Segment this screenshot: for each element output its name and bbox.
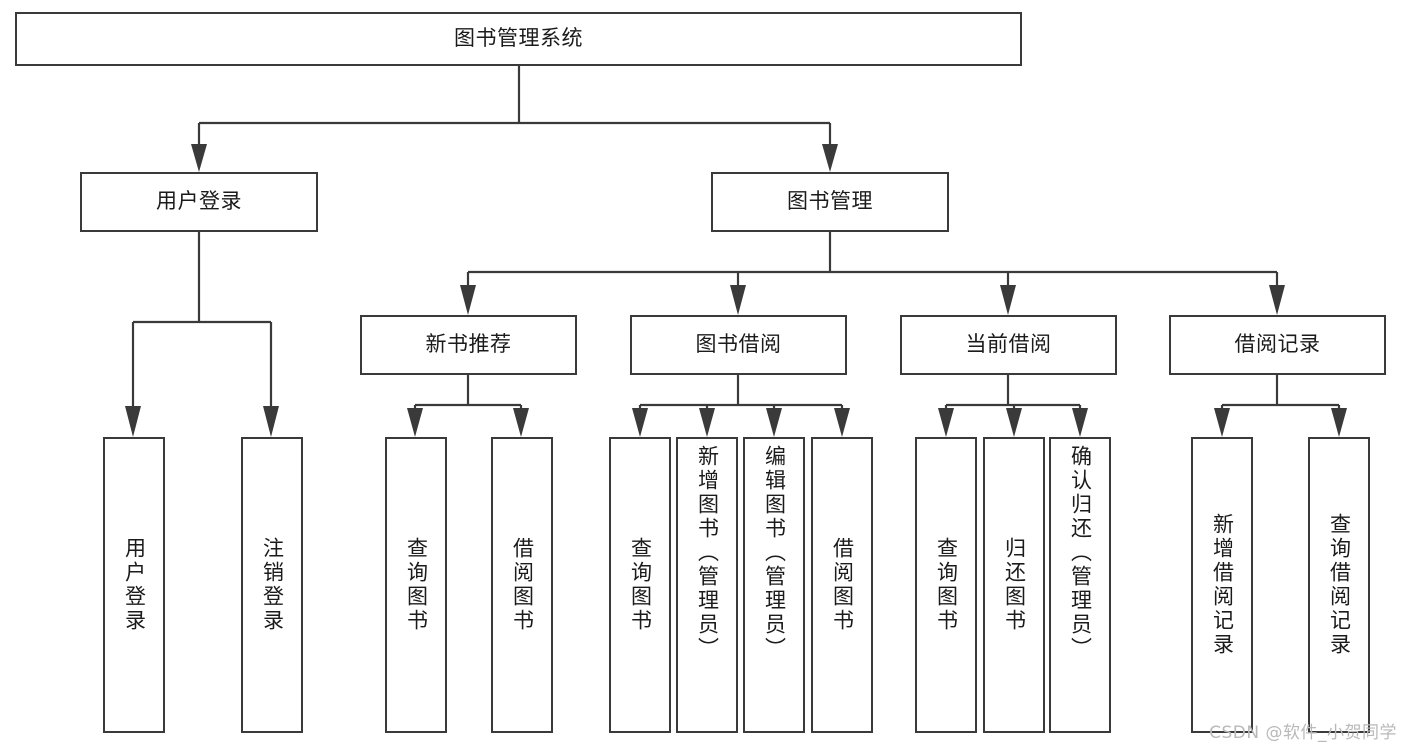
node-label: 用户登录 (156, 189, 242, 214)
node-label: 查询借阅记录 (1327, 513, 1352, 657)
leaf-query-book-borrow[interactable]: 查询图书 (609, 437, 671, 733)
node-user-login[interactable]: 用户登录 (80, 172, 318, 232)
node-label: 确认归还（管理员） (1068, 445, 1093, 661)
leaf-user-login[interactable]: 用户登录 (103, 437, 165, 733)
node-label: 当前借阅 (965, 332, 1052, 357)
node-label: 借阅图书 (830, 537, 855, 633)
leaf-edit-book[interactable]: 编辑图书（管理员） (743, 437, 805, 733)
leaf-add-borrow-record[interactable]: 新增借阅记录 (1191, 437, 1253, 733)
node-label: 图书管理系统 (454, 26, 583, 51)
node-label: 查询图书 (628, 537, 653, 633)
leaf-query-book-current[interactable]: 查询图书 (915, 437, 977, 733)
node-label: 借阅记录 (1234, 332, 1321, 357)
node-label: 编辑图书（管理员） (762, 445, 787, 661)
node-label: 借阅图书 (510, 537, 535, 633)
leaf-logout[interactable]: 注销登录 (241, 437, 303, 733)
node-borrow-record[interactable]: 借阅记录 (1169, 315, 1386, 375)
node-label: 用户登录 (122, 537, 147, 633)
leaf-query-borrow-record[interactable]: 查询借阅记录 (1308, 437, 1370, 733)
node-label: 查询图书 (934, 537, 959, 633)
node-book-borrow[interactable]: 图书借阅 (630, 315, 847, 375)
node-label: 新增借阅记录 (1210, 513, 1235, 657)
watermark-text: CSDN @软件_小贺同学 (1209, 723, 1397, 743)
node-root-system[interactable]: 图书管理系统 (15, 12, 1022, 66)
leaf-return-book[interactable]: 归还图书 (983, 437, 1045, 733)
node-label: 图书借阅 (695, 332, 782, 357)
node-new-book-recommend[interactable]: 新书推荐 (360, 315, 577, 375)
node-current-borrow[interactable]: 当前借阅 (900, 315, 1117, 375)
leaf-borrow-book-recommend[interactable]: 借阅图书 (491, 437, 553, 733)
node-label: 新增图书（管理员） (695, 445, 720, 661)
leaf-query-book-recommend[interactable]: 查询图书 (385, 437, 447, 733)
node-label: 图书管理 (787, 189, 873, 214)
leaf-borrow-book[interactable]: 借阅图书 (811, 437, 873, 733)
node-label: 归还图书 (1002, 537, 1027, 633)
node-book-management[interactable]: 图书管理 (711, 172, 949, 232)
node-label: 查询图书 (404, 537, 429, 633)
leaf-add-book[interactable]: 新增图书（管理员） (676, 437, 738, 733)
leaf-confirm-return[interactable]: 确认归还（管理员） (1049, 437, 1111, 733)
node-label: 新书推荐 (425, 332, 512, 357)
node-label: 注销登录 (260, 537, 285, 633)
